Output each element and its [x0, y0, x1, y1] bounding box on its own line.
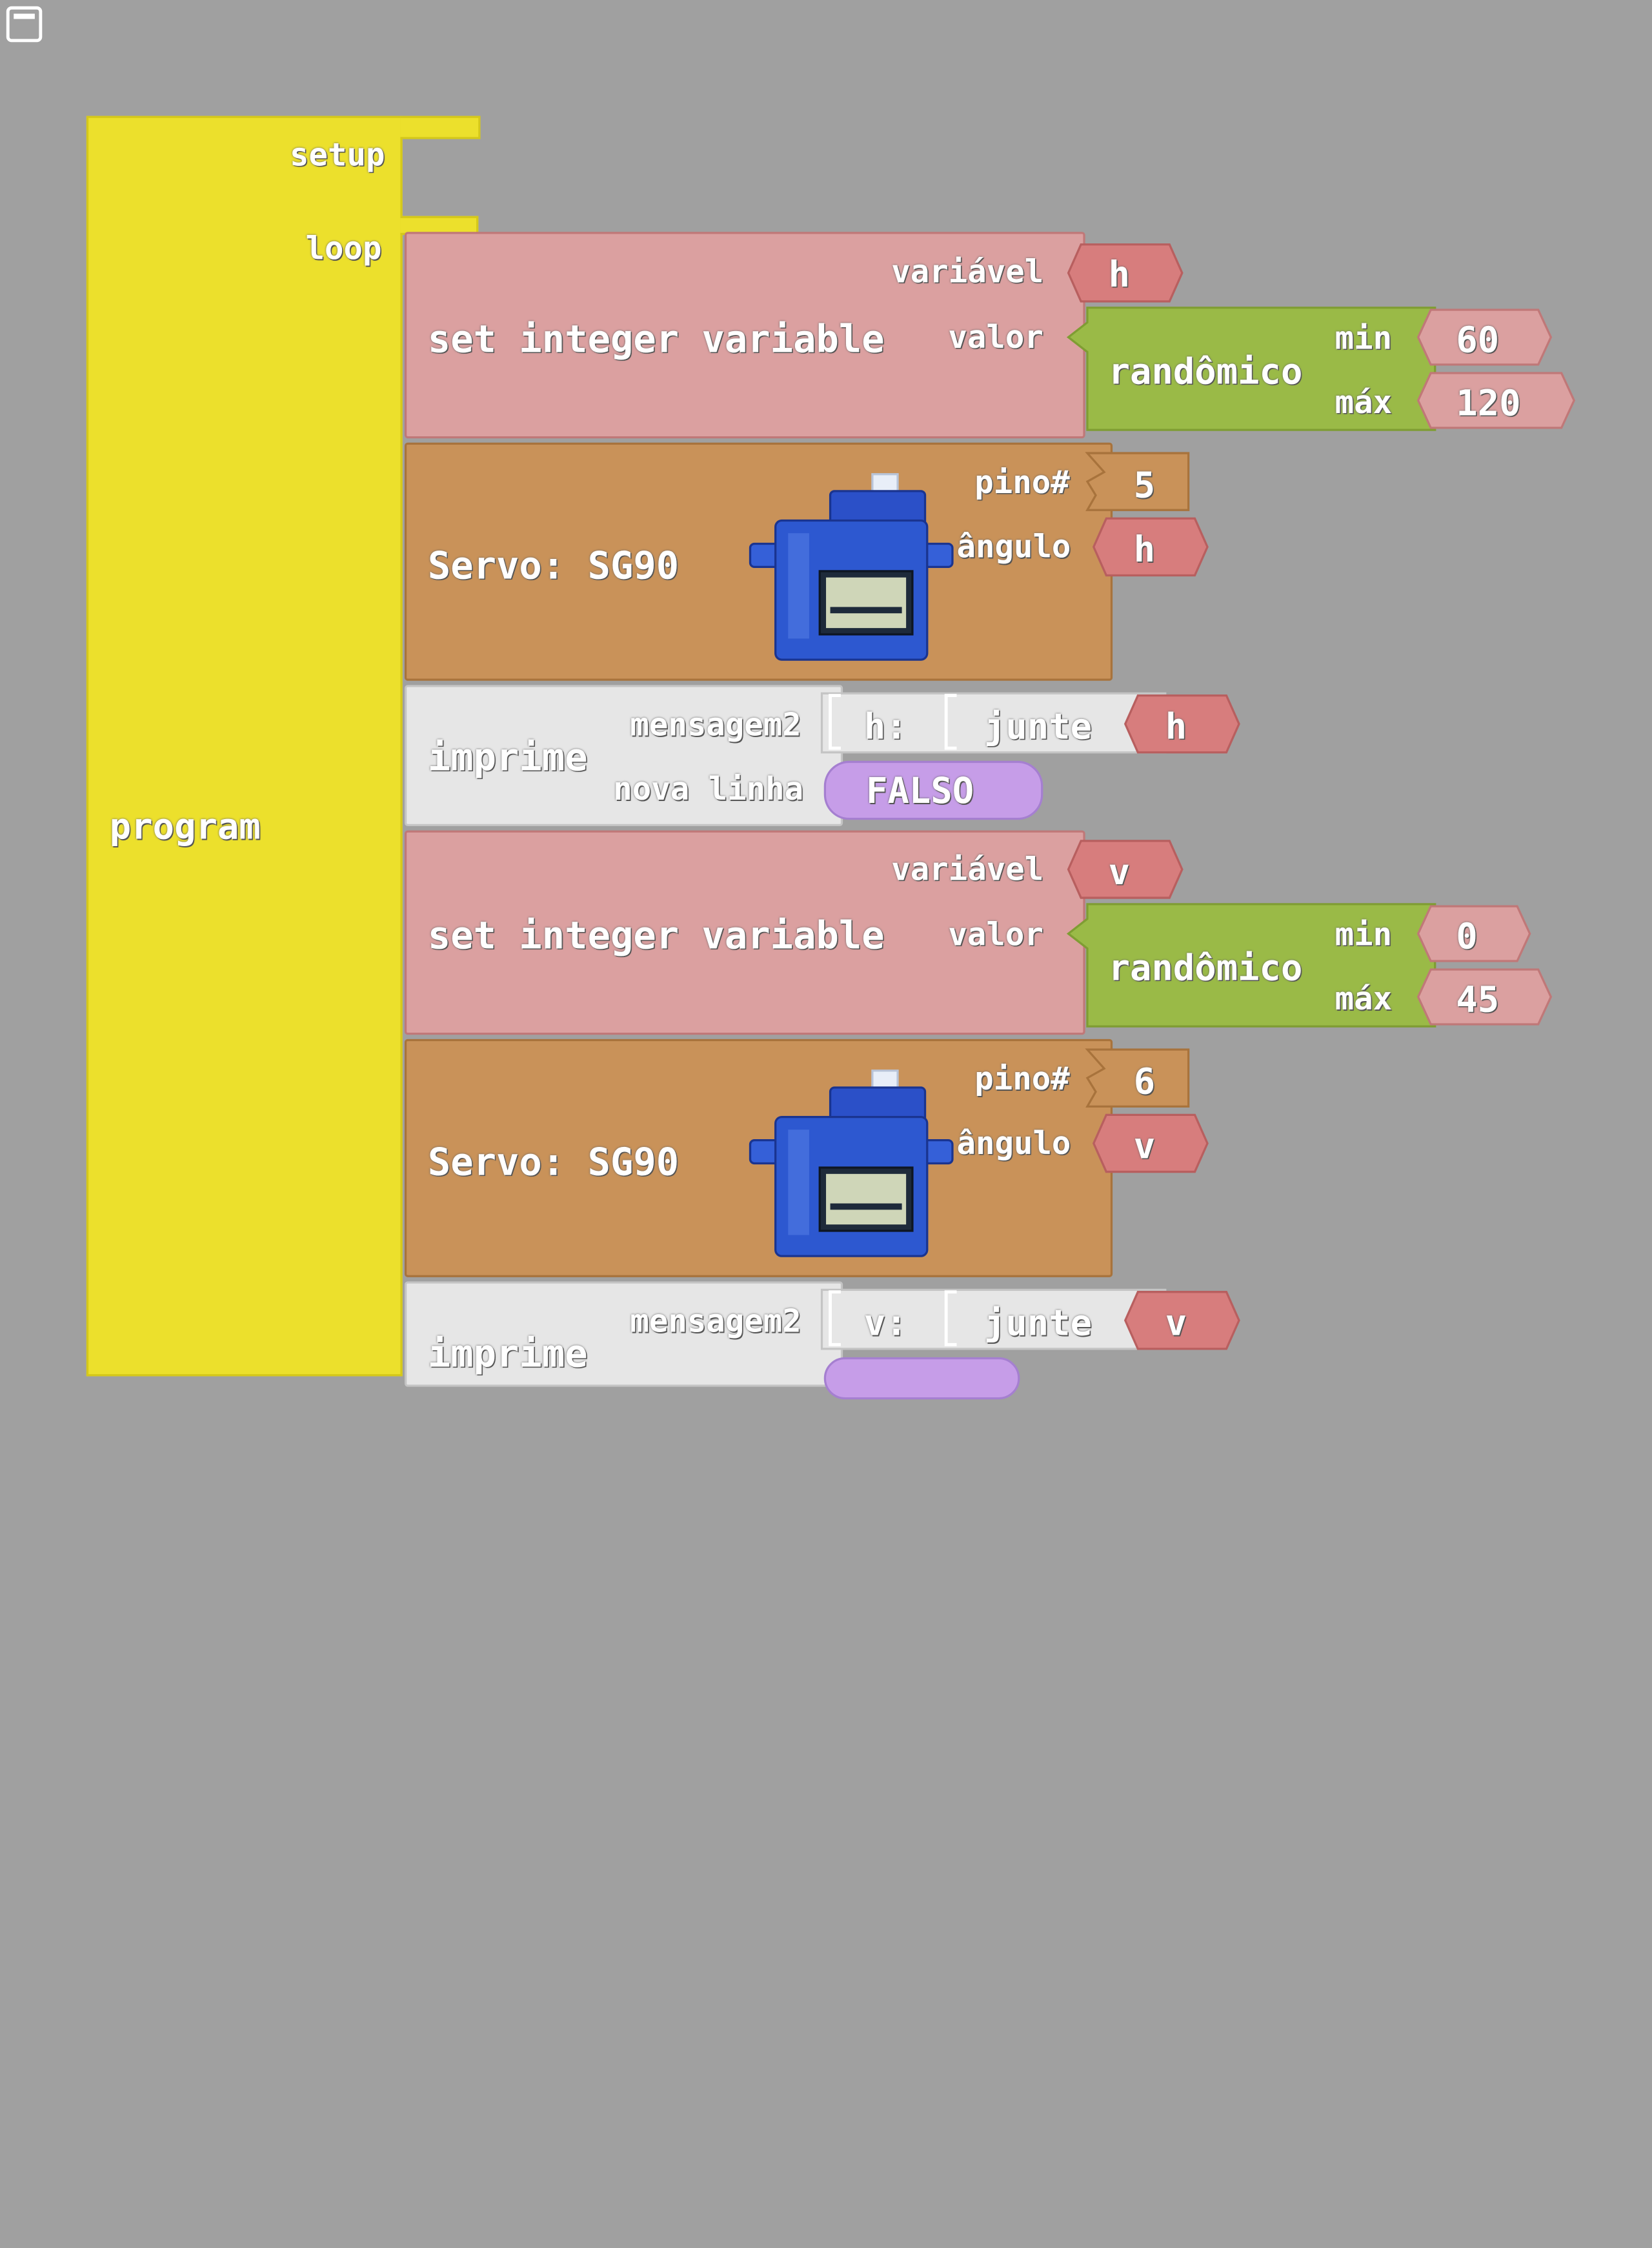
variable-v-value: v	[1108, 851, 1131, 894]
random-min-value[interactable]: 60	[1456, 319, 1500, 362]
set-integer-variable-block[interactable]	[404, 830, 1085, 1035]
program-setup-arm	[400, 116, 481, 139]
newline-value[interactable]: FALSO	[866, 770, 974, 813]
pin-label: pino#	[974, 1061, 1070, 1099]
newline-label: nova linha	[613, 771, 804, 809]
print-label: imprime	[427, 1333, 588, 1377]
number-input-min[interactable]	[1416, 308, 1553, 367]
join-var-value: v	[1165, 1302, 1187, 1345]
random-label: randômico	[1108, 947, 1303, 990]
pin-label: pino#	[974, 465, 1070, 502]
print-block[interactable]	[404, 1281, 843, 1387]
pin-value[interactable]: 5	[1133, 465, 1156, 507]
random-min-label: min	[1335, 320, 1393, 358]
servo-label: Servo: SG90	[427, 545, 680, 589]
print-block[interactable]	[404, 685, 843, 827]
text-input[interactable]	[820, 1288, 1167, 1351]
set-integer-variable-block[interactable]	[404, 232, 1085, 439]
random-max-value[interactable]: 120	[1456, 382, 1521, 425]
value-label: valor	[948, 916, 1043, 954]
number-input-min[interactable]	[1416, 904, 1532, 963]
program-label: program	[109, 806, 261, 849]
angle-label: ângulo	[956, 529, 1071, 566]
join-variable-pill[interactable]	[1123, 1290, 1241, 1351]
newline-boolean[interactable]	[823, 760, 1043, 820]
text-value[interactable]: v:	[863, 1302, 907, 1345]
join-var-value: h	[1165, 705, 1187, 749]
block-label: set integer variable	[427, 915, 885, 958]
message-label: mensagem2	[630, 1303, 801, 1341]
loop-label: loop	[305, 230, 382, 268]
angle-label: ângulo	[956, 1125, 1071, 1162]
random-min-label: min	[1335, 916, 1393, 954]
variable-h-value: h	[1108, 254, 1131, 296]
servo-label: Servo: SG90	[427, 1141, 680, 1185]
angle-value: v	[1133, 1125, 1156, 1168]
pin-input[interactable]	[1085, 1048, 1191, 1109]
angle-value: h	[1133, 529, 1156, 571]
value-label: valor	[948, 319, 1043, 356]
random-max-label: máx	[1335, 981, 1393, 1018]
pin-input[interactable]	[1085, 451, 1191, 512]
print-label: imprime	[427, 736, 588, 780]
random-label: randômico	[1108, 350, 1303, 393]
random-min-value[interactable]: 0	[1456, 915, 1478, 958]
variable-label: variável	[891, 851, 1044, 889]
text-value[interactable]: h:	[863, 705, 907, 749]
servo-sg90-image	[749, 473, 954, 661]
block-label: set integer variable	[427, 318, 885, 362]
variable-h-pill[interactable]	[1066, 243, 1184, 304]
number-input-max[interactable]	[1416, 371, 1576, 430]
variable-label: variável	[891, 254, 1044, 291]
newline-boolean[interactable]	[823, 1357, 1020, 1400]
angle-variable-pill[interactable]	[1091, 1113, 1209, 1174]
join-variable-pill[interactable]	[1123, 693, 1241, 754]
program-block[interactable]	[86, 116, 403, 1377]
text-input[interactable]	[820, 691, 1167, 754]
angle-variable-pill[interactable]	[1091, 516, 1209, 578]
window-icon[interactable]	[6, 6, 43, 43]
variable-v-pill[interactable]	[1066, 839, 1184, 900]
pin-value[interactable]: 6	[1133, 1061, 1156, 1104]
random-max-label: máx	[1335, 384, 1393, 422]
join-label: junte	[983, 705, 1093, 749]
random-max-value[interactable]: 45	[1456, 978, 1500, 1022]
servo-sg90-image	[749, 1069, 954, 1257]
number-input-max[interactable]	[1416, 967, 1553, 1026]
join-label: junte	[983, 1302, 1093, 1345]
setup-label: setup	[289, 137, 385, 174]
message-label: mensagem2	[630, 707, 801, 744]
